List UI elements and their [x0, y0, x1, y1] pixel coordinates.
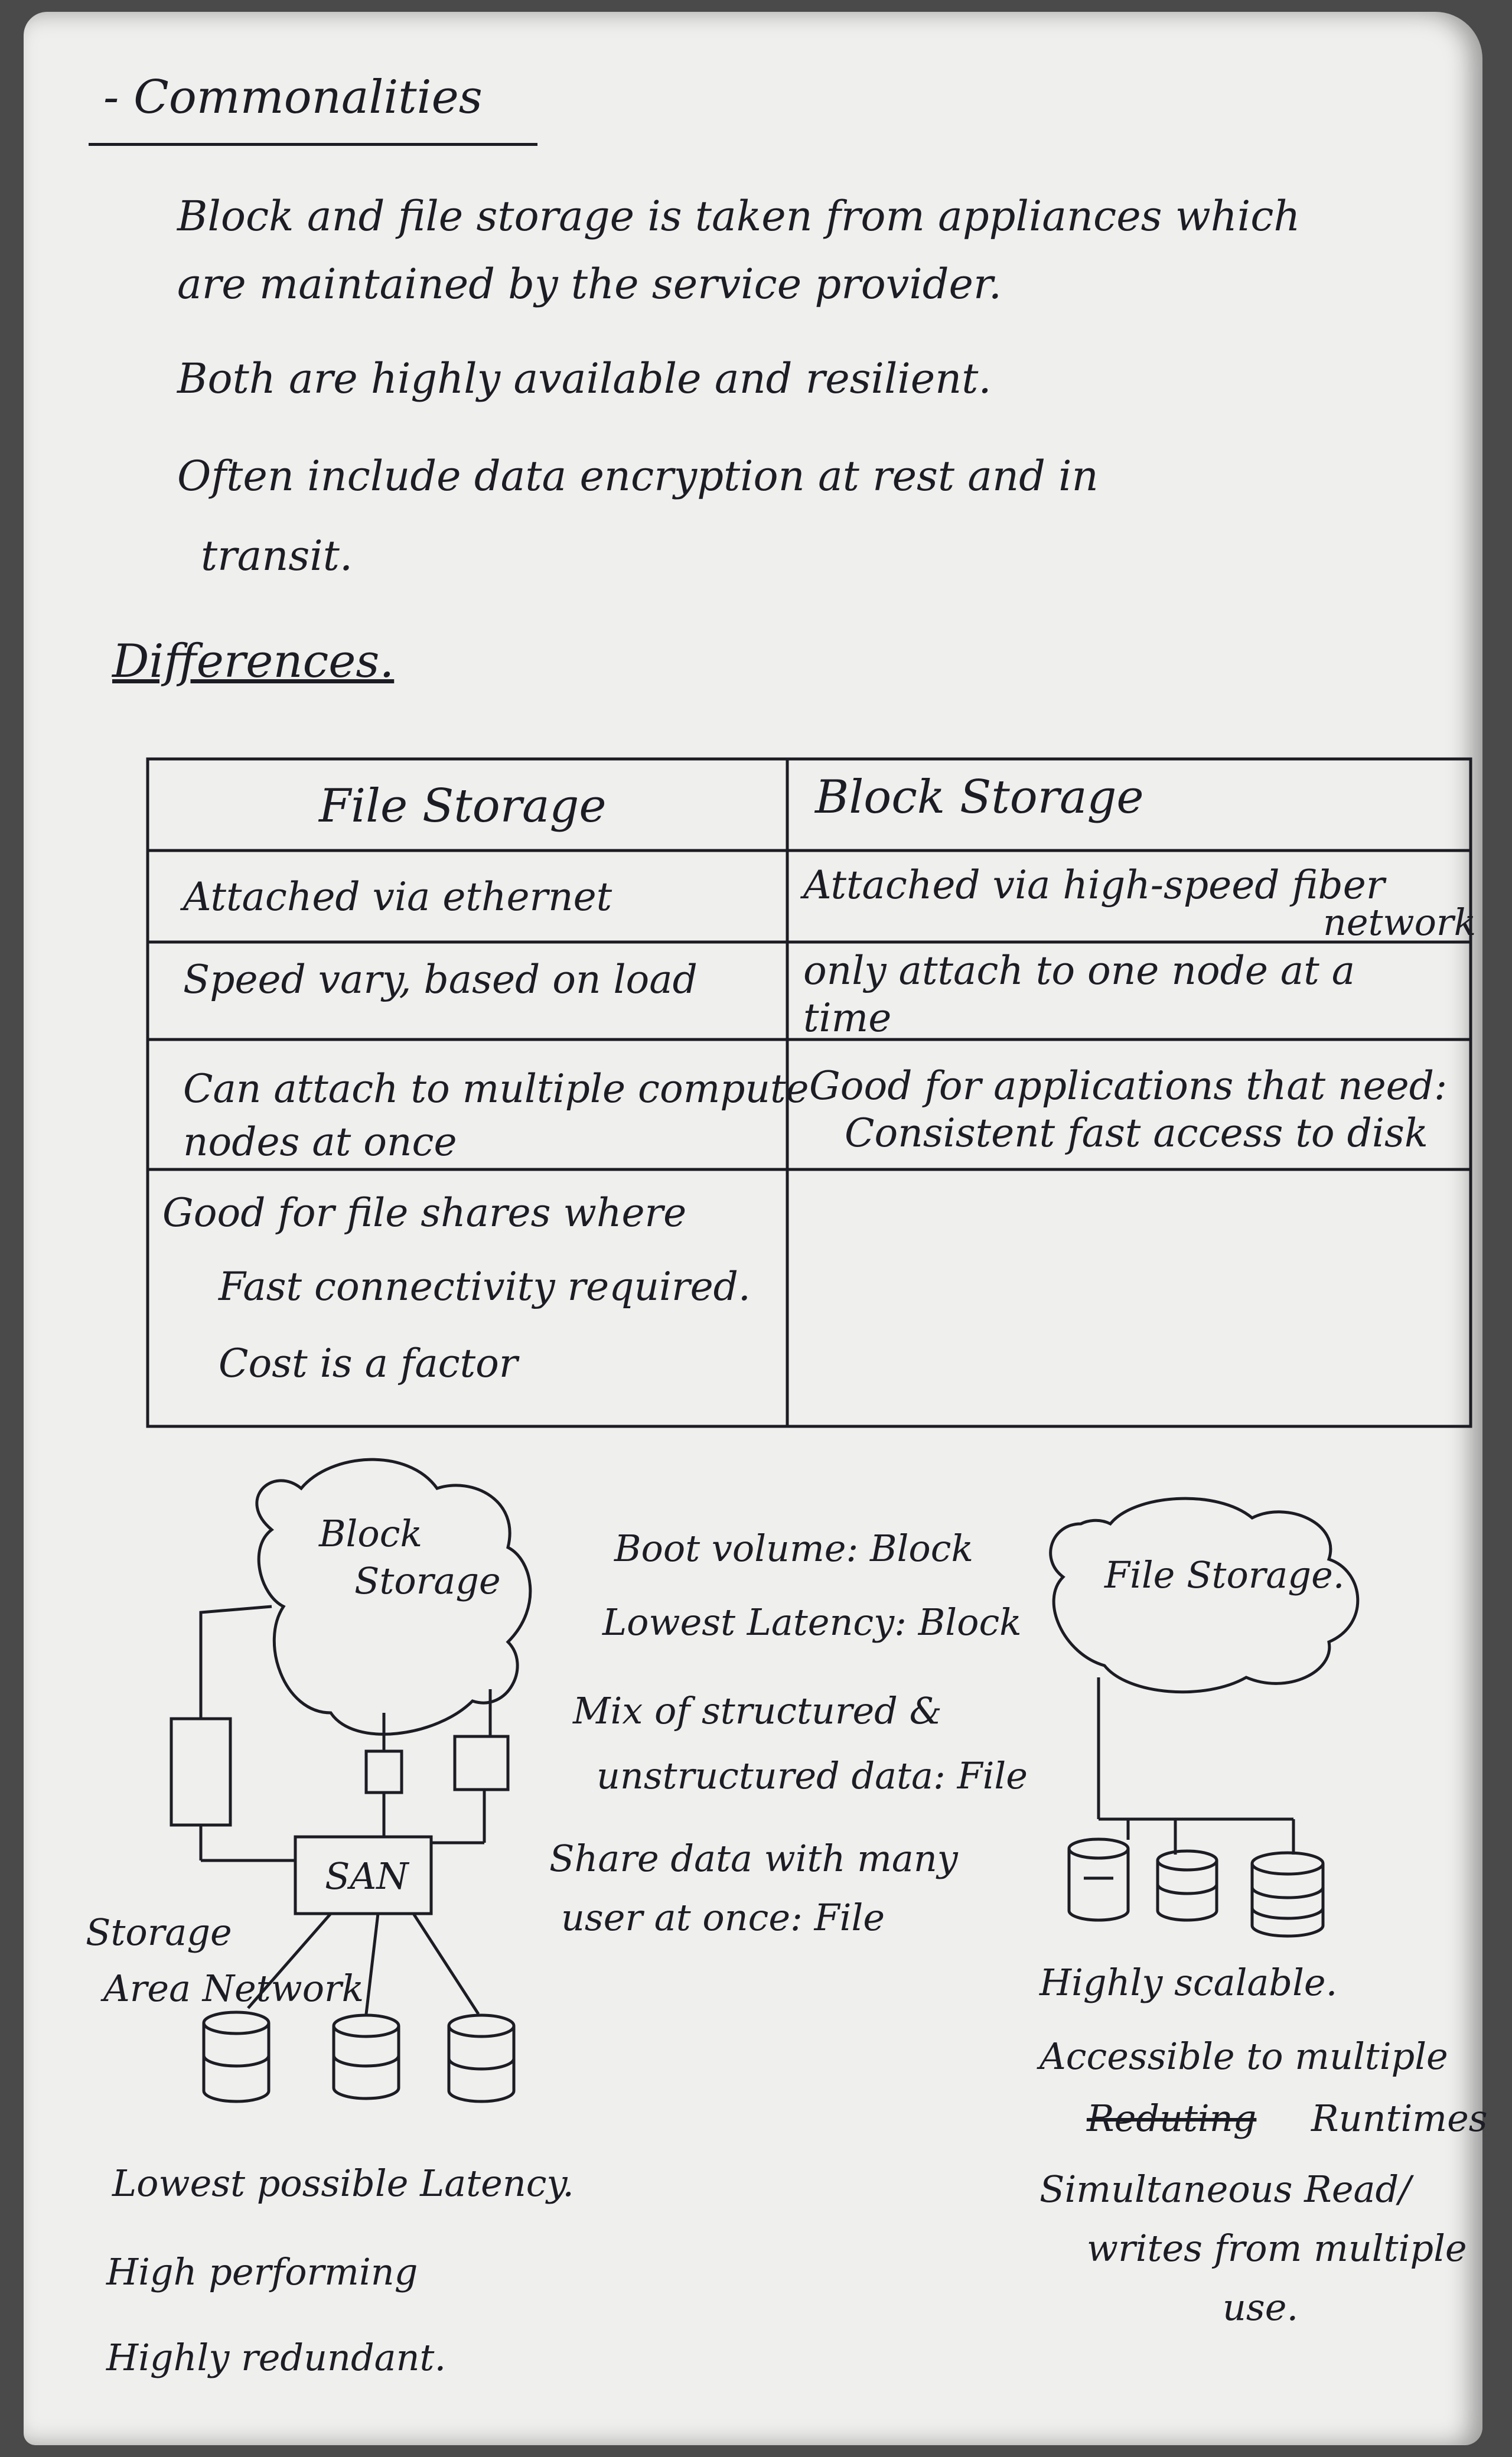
- file-note: writes from multiple: [1087, 2227, 1467, 2270]
- server-box: [453, 1735, 510, 1791]
- commonality-line: are maintained by the service provider.: [177, 260, 1002, 308]
- san-caption: Storage: [86, 1911, 232, 1954]
- file-note: Accessible to multiple: [1040, 2035, 1448, 2078]
- table-cell-file: Attached via ethernet: [183, 874, 612, 920]
- database-icon: [447, 2013, 516, 2103]
- notebook-page: - Commonalities Block and file storage i…: [24, 12, 1488, 2445]
- table-cell-block: only attach to one node at a: [803, 948, 1355, 993]
- san-caption: Area Network: [103, 1967, 364, 2010]
- table-cell-file: Good for file shares where: [162, 1190, 687, 1236]
- commonality-line: Both are highly available and resilient.: [177, 354, 992, 403]
- database-icon: [202, 2010, 271, 2103]
- file-note: Simultaneous Read/: [1040, 2168, 1412, 2211]
- san-box: [294, 1835, 433, 1915]
- table-cell-file: Cost is a factor: [219, 1341, 518, 1386]
- database-icon: [1250, 1851, 1325, 1938]
- table-cell-file: Can attach to multiple compute: [183, 1066, 809, 1112]
- file-note-struck: Reduting: [1087, 2097, 1257, 2140]
- middle-note: Mix of structured &: [573, 1689, 942, 1732]
- commonalities-heading: - Commonalities: [103, 71, 483, 124]
- file-note: use.: [1223, 2286, 1299, 2329]
- file-note: Runtimes: [1311, 2097, 1488, 2140]
- middle-note: unstructured data: File: [597, 1754, 1028, 1797]
- table-cell-file: Speed vary, based on load: [183, 957, 698, 1002]
- table-header-block: Block Storage: [815, 771, 1144, 824]
- middle-note: Boot volume: Block: [614, 1527, 974, 1570]
- block-cloud-label: Storage: [354, 1559, 501, 1602]
- table-cell-file: nodes at once: [183, 1119, 457, 1165]
- file-storage-diagram: [1049, 1497, 1360, 1938]
- file-cloud-label: File Storage.: [1104, 1553, 1345, 1596]
- table-cell-block: time: [803, 995, 892, 1041]
- heading-underline: [89, 143, 537, 146]
- differences-heading: Differences.: [112, 635, 395, 688]
- table-cell-block: Consistent fast access to disk: [845, 1110, 1428, 1156]
- block-note: High performing: [106, 2250, 418, 2293]
- san-label: SAN: [325, 1855, 409, 1898]
- middle-note: Share data with many: [549, 1837, 958, 1880]
- commonality-line: Often include data encryption at rest an…: [177, 452, 1099, 500]
- table-cell-block: Attached via high-speed fiber: [803, 862, 1385, 908]
- commonality-line: Block and file storage is taken from app…: [177, 192, 1301, 240]
- commonality-line: transit.: [201, 532, 353, 580]
- database-icon: [1156, 1849, 1218, 1922]
- table-cell-file: Fast connectivity required.: [219, 1264, 751, 1309]
- block-storage-diagram: [170, 1458, 532, 2103]
- middle-note: Lowest Latency: Block: [602, 1601, 1022, 1644]
- block-note: Highly redundant.: [106, 2336, 447, 2379]
- database-icon: [1067, 1837, 1130, 1922]
- database-icon: [332, 2013, 400, 2100]
- comparison-table-grid: [146, 757, 1472, 1428]
- block-storage-cloud: [255, 1458, 532, 1736]
- table-cell-block: Good for applications that need:: [809, 1063, 1448, 1109]
- middle-note: user at once: File: [561, 1896, 885, 1939]
- block-cloud-label: Block: [319, 1512, 423, 1555]
- file-storage-cloud: [1049, 1497, 1360, 1694]
- table-cell-block: network: [1323, 901, 1477, 944]
- file-note: Highly scalable.: [1040, 1961, 1338, 2004]
- block-note: Lowest possible Latency.: [112, 2162, 574, 2205]
- table-header-file: File Storage: [319, 780, 607, 833]
